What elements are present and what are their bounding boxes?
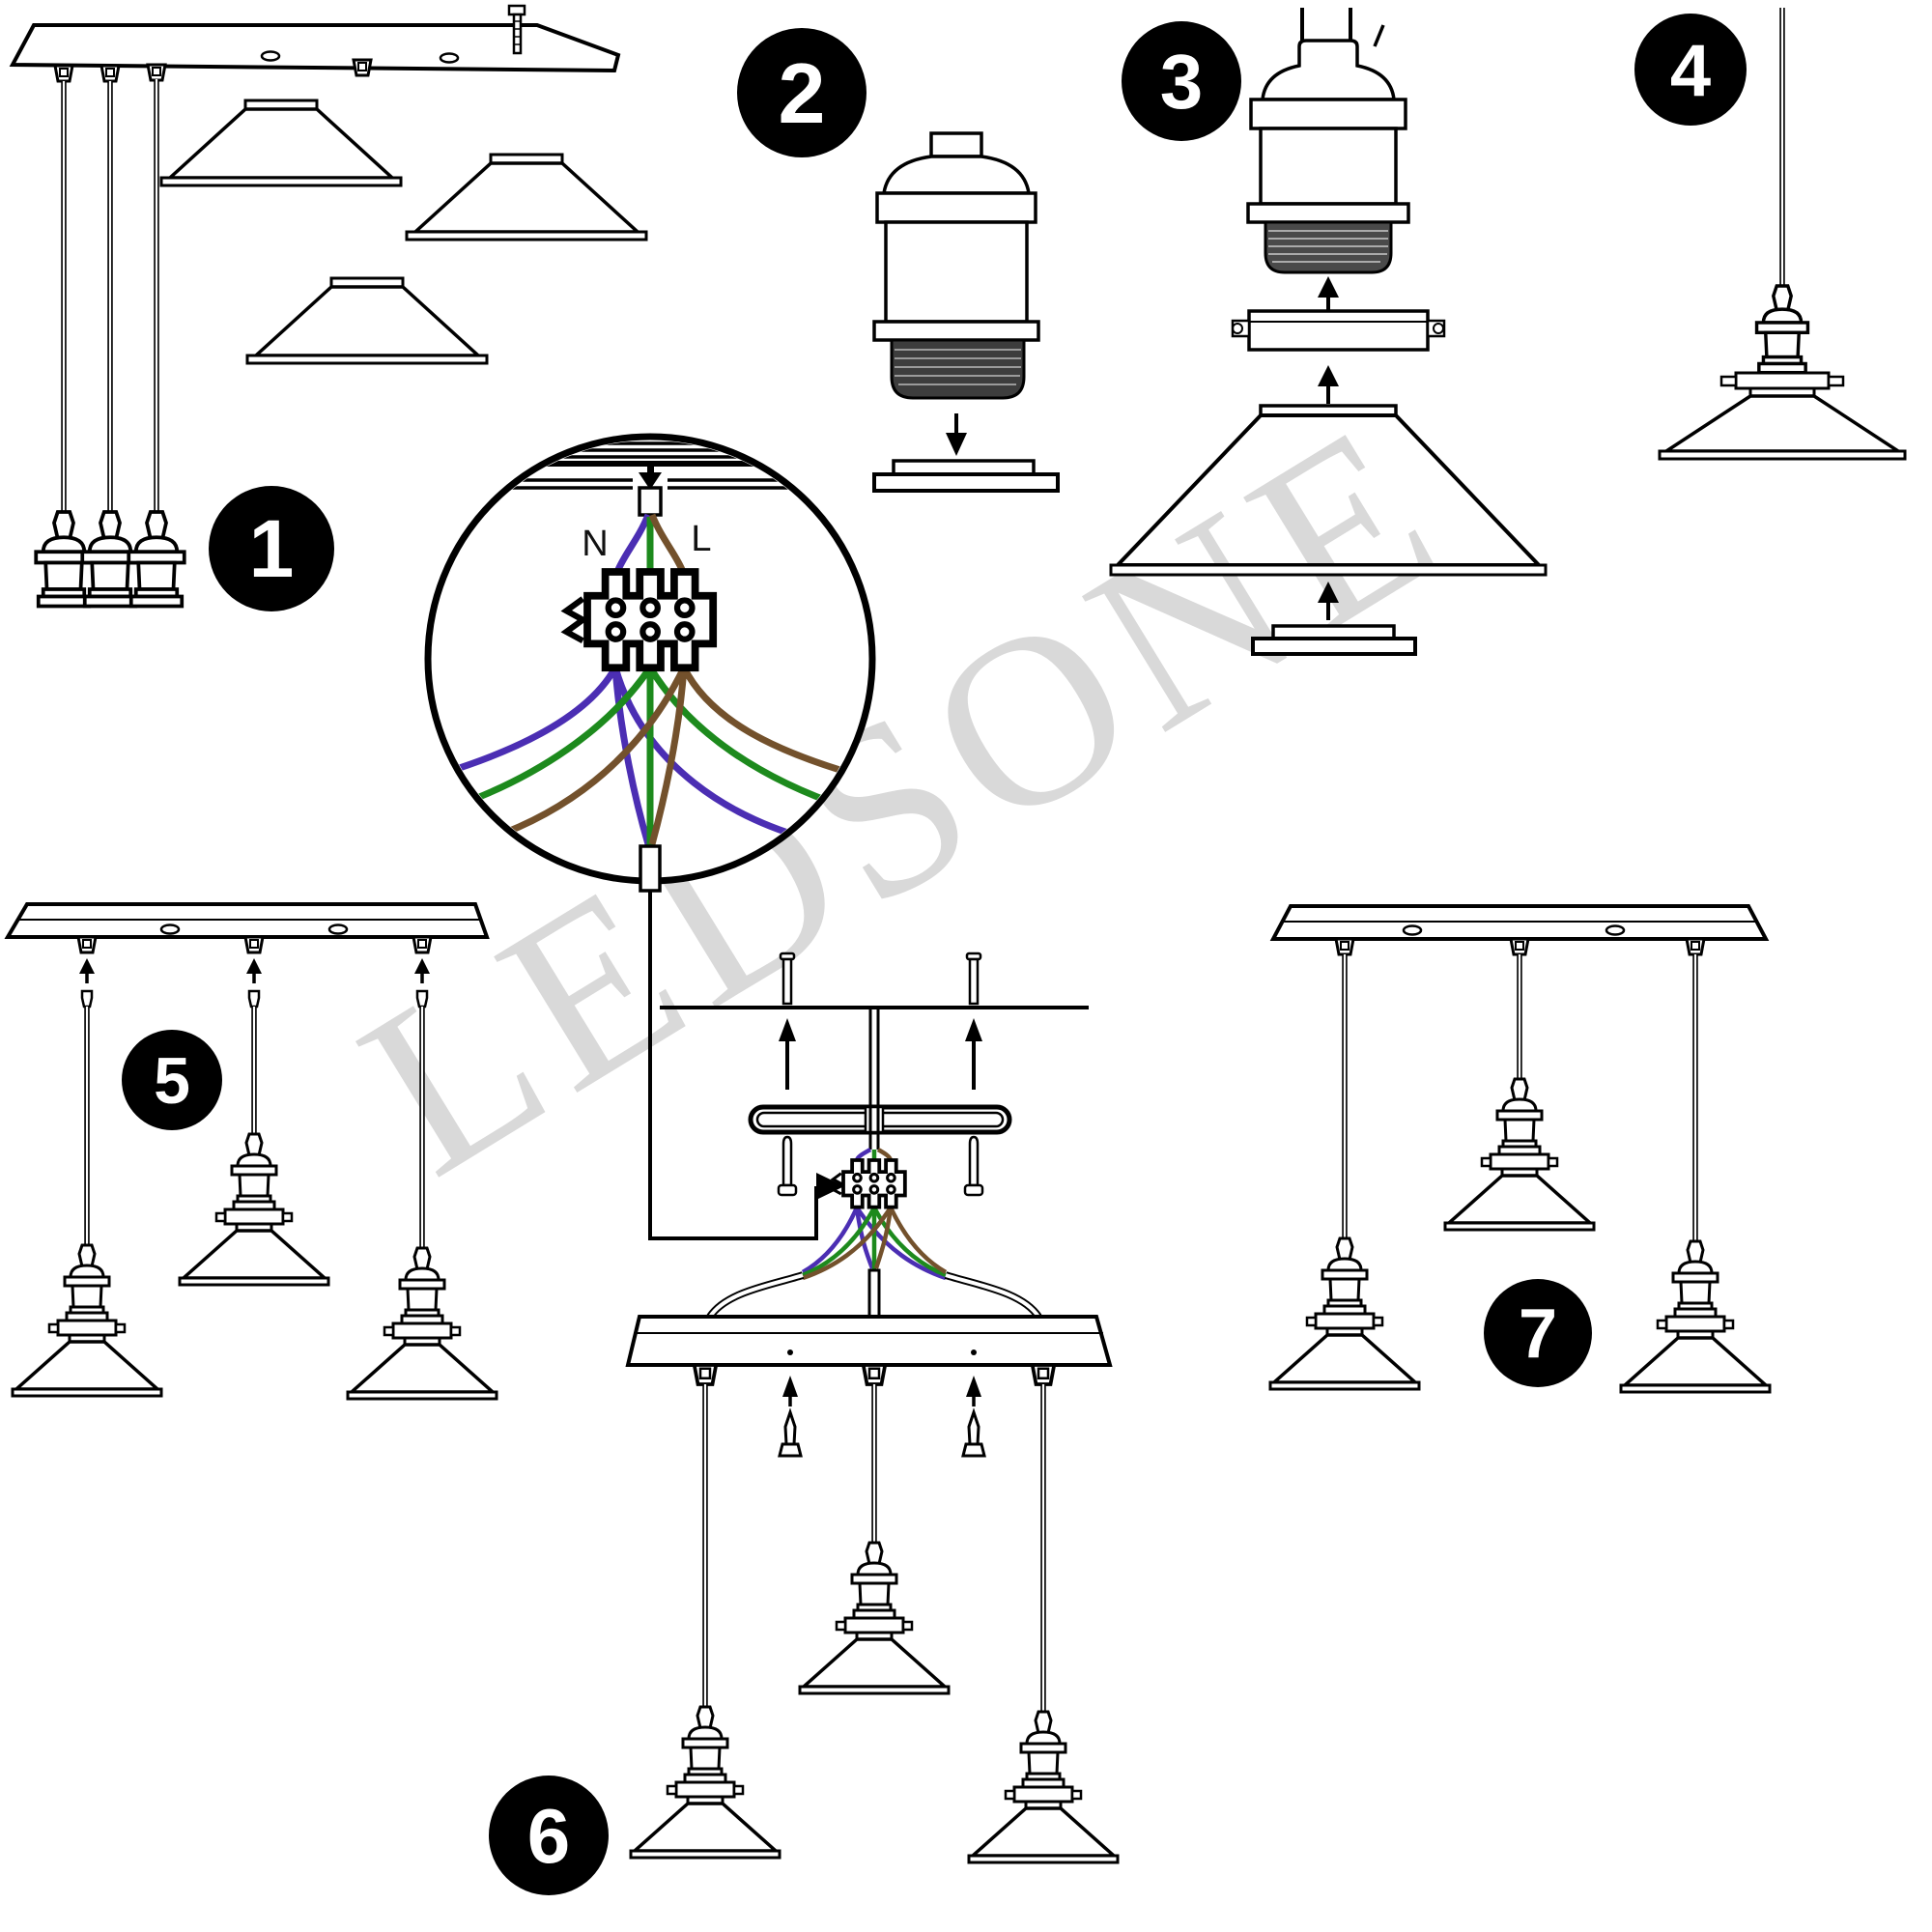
wiring-detail-circle: N L [424,433,876,893]
svg-text:2: 2 [779,45,826,141]
bracket-screw [963,1135,984,1197]
backplate-top [892,459,1036,476]
step6-ceiling-wiring [625,952,1118,1862]
svg-text:4: 4 [1670,30,1711,112]
cord-slot [638,486,663,517]
cone-shade [1658,386,1907,461]
pendant-lamp [800,1543,949,1693]
step5-attach-pendants [4,902,497,1399]
pendant-lamp [1445,1079,1594,1230]
pendant-lamp [631,1707,780,1858]
pendant-lamp [13,1245,161,1396]
cord-wires [1300,8,1385,47]
terminal-block [831,1158,907,1209]
step-6-badge: 6 [489,1776,609,1895]
shade-ring [1719,371,1845,390]
ceiling-screw [965,952,982,1006]
down-arrow-icon [946,433,967,456]
step-4-badge: 4 [1634,14,1747,126]
step-1-badge: 1 [209,486,334,611]
step-badges: 1 2 3 4 5 6 7 [122,14,1747,1895]
cone-shade [405,153,648,242]
neutral-wires [801,1148,947,1281]
up-arrow-icon [1318,365,1339,386]
pendant-lamp [1270,1238,1419,1389]
mounting-bracket-section [502,478,800,490]
step-7-badge: 7 [1484,1279,1592,1387]
step-5-badge: 5 [122,1030,222,1130]
neutral-label: N [582,524,608,564]
backplate [872,472,1060,493]
svg-text:5: 5 [154,1044,190,1118]
cord-ferrules [80,989,429,1009]
up-arrows [779,1018,982,1090]
fixing-screw [507,4,526,55]
step7-finished-fixture [1269,904,1770,1392]
mounting-hole [439,52,460,64]
pendant-lamp [1621,1241,1770,1392]
pendant-lamp [180,1134,328,1285]
step-2-badge: 2 [737,28,867,157]
right-arrow-icon [816,1173,844,1200]
cone-shade [245,276,489,365]
cone-shade [1109,404,1548,577]
detail-leader-line [648,891,844,1240]
shade-ring [1231,309,1446,352]
down-arrow-icon [639,472,662,490]
pendant-lamp [348,1248,497,1399]
step-3-badge: 3 [1122,21,1241,141]
backplate [1251,637,1417,656]
bracket-screw [777,1135,798,1197]
up-arrows [782,1376,981,1406]
ceiling-bar [9,23,621,73]
step3-exploded-assembly [1109,8,1548,656]
ceiling-screw [779,952,796,1006]
fixture-bar [625,1315,1113,1367]
step2-fit-holder-to-plate [872,131,1060,493]
cord-slot [639,844,662,893]
svg-text:1: 1 [249,503,295,594]
mounting-pin [778,1410,803,1458]
pendant-cords [61,79,159,512]
lamp-holder [127,510,186,609]
up-arrows [79,958,430,983]
mounting-pin [961,1410,986,1458]
step1-parts-overview [9,4,648,609]
svg-text:7: 7 [1519,1295,1557,1373]
up-arrow-icon [1318,276,1339,298]
threaded-skirt [1264,220,1393,274]
mounting-hole [260,50,281,62]
svg-text:3: 3 [1160,39,1204,125]
down-arrow-icon [647,467,654,472]
sheathed-cables [706,1268,1042,1320]
threaded-skirt [890,338,1026,400]
mounting-bracket [748,1104,1012,1135]
live-label: L [691,519,711,559]
pendant-lamp [969,1712,1118,1862]
up-arrow-icon [1318,582,1339,603]
cone-shade [159,99,403,187]
svg-text:6: 6 [527,1793,571,1879]
live-wires [802,1148,948,1281]
step4-single-pendant [1658,8,1907,461]
